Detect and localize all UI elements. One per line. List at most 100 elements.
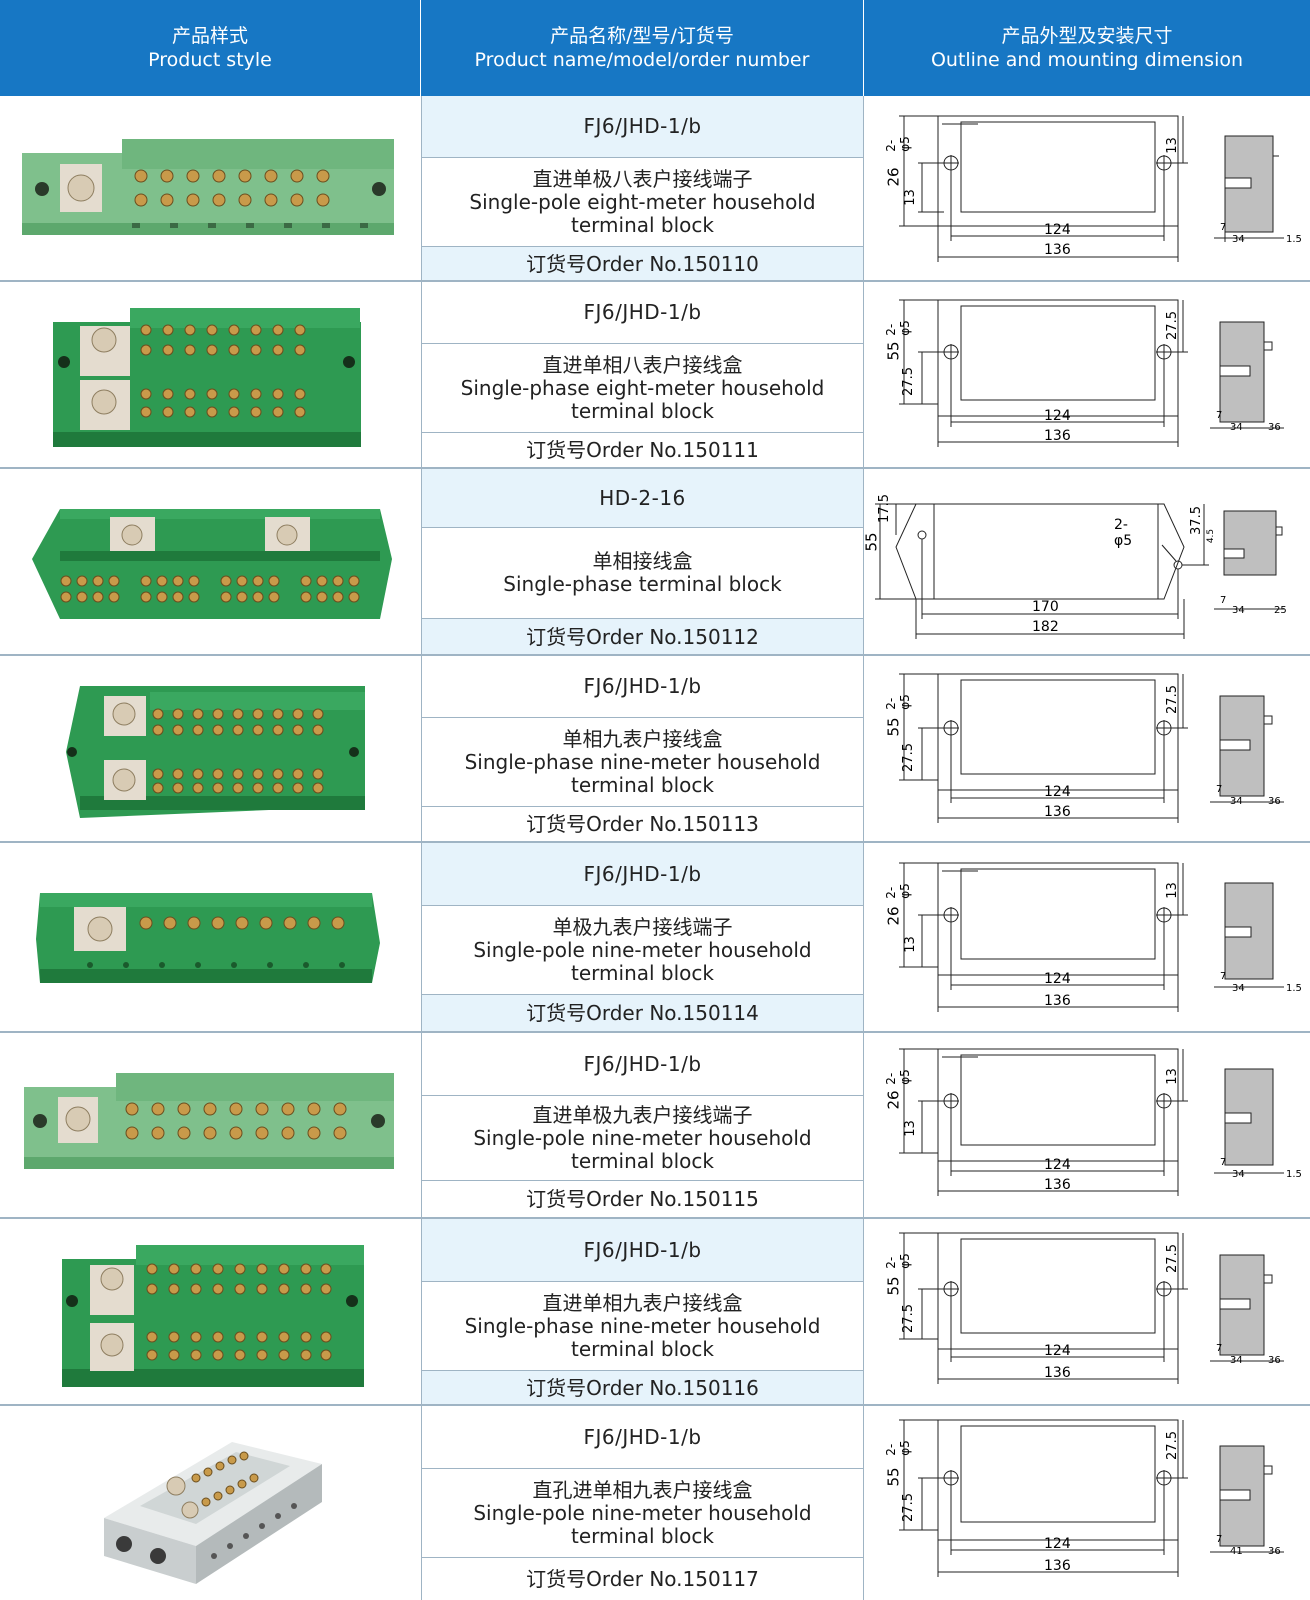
inner-width-dimension: 170 bbox=[1032, 599, 1059, 615]
product-photo bbox=[0, 1219, 420, 1406]
dimension-drawing: 55 2-φ5 27.5 27.5 124 136 7 34 36 bbox=[864, 1219, 1310, 1406]
right-half-dimension: 13 bbox=[1164, 137, 1180, 154]
product-info-cell: FJ6/JHD-1/b 直进单极八表户接线端子 Single-pole eigh… bbox=[421, 96, 864, 282]
row-divider bbox=[0, 841, 1310, 843]
terminal-block-image bbox=[32, 509, 392, 619]
cell-divider bbox=[422, 1468, 863, 1469]
product-name: 直进单极九表户接线端子 Single-pole nine-meter house… bbox=[422, 1096, 863, 1180]
side-dimension-3: 36 bbox=[1268, 796, 1281, 807]
side-dimension-2: 41 bbox=[1230, 1546, 1243, 1557]
cell-divider bbox=[422, 246, 863, 247]
product-name: 单极九表户接线端子 Single-pole nine-meter househo… bbox=[422, 906, 863, 994]
product-row: FJ6/JHD-1/b 直进单极八表户接线端子 Single-pole eigh… bbox=[0, 96, 1310, 282]
header-outline-dimension: 产品外型及安装尺寸 Outline and mounting dimension bbox=[864, 0, 1310, 96]
product-name-en-2: terminal block bbox=[571, 1523, 714, 1548]
row-divider bbox=[0, 654, 1310, 656]
side-dimension-1: 7 bbox=[1216, 1343, 1223, 1354]
product-photo bbox=[0, 282, 420, 469]
height-dimension: 26 bbox=[884, 167, 903, 187]
side-dimension-1: 7 bbox=[1216, 410, 1223, 421]
product-info-cell: FJ6/JHD-1/b 直进单相九表户接线盒 Single-phase nine… bbox=[421, 1219, 864, 1406]
outer-width-dimension: 136 bbox=[1044, 993, 1071, 1009]
outer-width-dimension: 136 bbox=[1044, 1177, 1071, 1193]
side-dimension-2: 34 bbox=[1232, 1169, 1245, 1180]
outer-width-dimension: 136 bbox=[1044, 428, 1071, 444]
side-dimension-2: 34 bbox=[1230, 422, 1243, 433]
product-name-en-2: terminal block bbox=[571, 212, 714, 237]
half-height-dimension: 27.5 bbox=[900, 1493, 916, 1522]
row-divider bbox=[0, 1031, 1310, 1033]
product-photo bbox=[0, 656, 420, 843]
half-height-dimension: 27.5 bbox=[900, 743, 916, 772]
product-name-zh: 单相九表户接线盒 bbox=[562, 726, 723, 751]
header-col3-en: Outline and mounting dimension bbox=[930, 49, 1244, 71]
right-half-dimension: 27.5 bbox=[1164, 685, 1180, 714]
dimension-drawing: 55 2-φ5 27.5 27.5 124 136 7 41 36 bbox=[864, 1406, 1310, 1600]
product-row: FJ6/JHD-1/b 直进单相八表户接线盒 Single-phase eigh… bbox=[0, 282, 1310, 469]
hole-dimension: 2-φ5 bbox=[883, 1440, 912, 1456]
header-col1-zh: 产品样式 bbox=[171, 25, 248, 47]
product-photo bbox=[0, 1033, 420, 1219]
product-name-zh: 直进单相八表户接线盒 bbox=[542, 352, 743, 377]
cell-divider bbox=[422, 157, 863, 158]
cell-divider bbox=[422, 994, 863, 995]
cell-divider bbox=[422, 527, 863, 528]
cell-divider bbox=[422, 1281, 863, 1282]
side-dimension-1: 7 bbox=[1220, 1157, 1227, 1168]
outer-width-dimension: 136 bbox=[1044, 1365, 1071, 1381]
side-dimension-3: 36 bbox=[1268, 422, 1281, 433]
product-name-zh: 直进单极九表户接线端子 bbox=[532, 1102, 753, 1127]
side-dimension-2: 34 bbox=[1232, 234, 1245, 245]
order-number: 订货号Order No.150112 bbox=[526, 624, 759, 649]
header-divider bbox=[420, 0, 421, 96]
inner-width-dimension: 124 bbox=[1044, 1343, 1071, 1359]
product-info-cell: FJ6/JHD-1/b 单极九表户接线端子 Single-pole nine-m… bbox=[421, 843, 864, 1033]
side-dimension-3: 1.5 bbox=[1286, 234, 1302, 245]
inner-width-dimension: 124 bbox=[1044, 222, 1071, 238]
dimension-drawing: 26 2-φ5 13 13 124 136 7 34 1.5 bbox=[864, 843, 1310, 1033]
hole-dimension: 2-φ5 bbox=[883, 1253, 912, 1269]
header-divider bbox=[863, 0, 864, 96]
side-dimension-1: 7 bbox=[1220, 222, 1227, 233]
product-name-en-2: terminal block bbox=[571, 1336, 714, 1361]
side-dimension-3: 25 bbox=[1274, 605, 1287, 616]
product-name-en-2: terminal block bbox=[571, 772, 714, 797]
header-product-name: 产品名称/型号/订货号 Product name/model/order num… bbox=[421, 0, 863, 96]
cell-divider bbox=[422, 1095, 863, 1096]
product-name: 直孔进单相九表户接线盒 Single-pole nine-meter house… bbox=[422, 1469, 863, 1557]
header-col2-en: Product name/model/order number bbox=[474, 49, 810, 71]
outer-width-dimension: 182 bbox=[1032, 619, 1059, 635]
model-number: HD-2-16 bbox=[599, 485, 686, 510]
product-name: 单相九表户接线盒 Single-phase nine-meter househo… bbox=[422, 718, 863, 806]
row-divider bbox=[0, 280, 1310, 282]
half-height-dimension: 27.5 bbox=[900, 1304, 916, 1333]
right-half-dimension: 27.5 bbox=[1164, 1431, 1180, 1460]
right-half-dimension: 13 bbox=[1164, 882, 1180, 899]
row-divider bbox=[0, 1217, 1310, 1219]
product-info-cell: FJ6/JHD-1/b 直进单极九表户接线端子 Single-pole nine… bbox=[421, 1033, 864, 1219]
height-dimension: 55 bbox=[884, 341, 903, 361]
product-name-zh: 单极九表户接线端子 bbox=[552, 914, 733, 939]
top-dimension: 17.5 bbox=[876, 494, 892, 523]
product-name-en: Single-pole nine-meter household bbox=[473, 1125, 812, 1150]
dimension-drawing: 55 17.5 2-φ5 37.5 170 182 4.5 7 34 25 bbox=[863, 469, 1310, 656]
terminal-block-image bbox=[62, 1245, 364, 1387]
product-name-en: Single-phase nine-meter household bbox=[464, 749, 821, 774]
cell-divider bbox=[422, 1557, 863, 1558]
order-number: 订货号Order No.150115 bbox=[526, 1187, 759, 1211]
product-photo bbox=[0, 1406, 420, 1600]
side-dimension-2: 34 bbox=[1232, 605, 1245, 616]
model-number: FJ6/JHD-1/b bbox=[583, 300, 702, 324]
right-half-dimension: 27.5 bbox=[1164, 1244, 1180, 1273]
cell-divider bbox=[422, 905, 863, 906]
side-dimension-0: 4.5 bbox=[1206, 528, 1217, 544]
product-photo bbox=[0, 843, 420, 1033]
product-name-en-2: terminal block bbox=[571, 1148, 714, 1173]
product-name-en-2: terminal block bbox=[571, 398, 714, 423]
hole-dimension: 2-φ5 bbox=[883, 883, 912, 899]
side-dimension-1: 7 bbox=[1216, 1534, 1223, 1545]
dimension-drawing: 55 2-φ5 27.5 27.5 124 136 7 34 36 bbox=[864, 656, 1310, 843]
cell-divider bbox=[422, 1180, 863, 1181]
height-dimension: 55 bbox=[884, 717, 903, 737]
